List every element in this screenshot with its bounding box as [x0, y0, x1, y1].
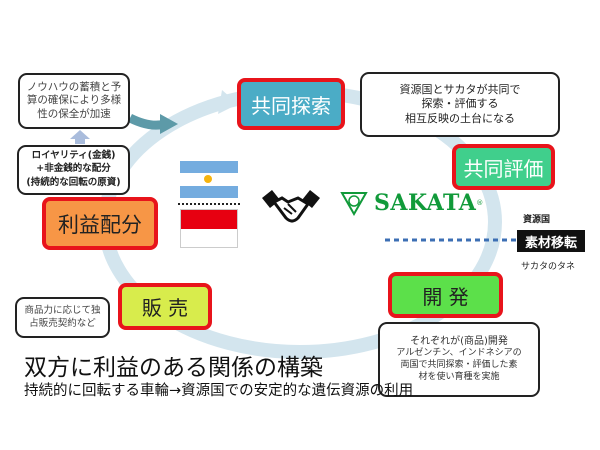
up-arrow-icon	[70, 130, 90, 144]
transfer-to-label: サカタのタネ	[521, 262, 576, 272]
material-transfer-label: 素材移転	[517, 230, 585, 252]
royalty-line2: +非金銭的な配分	[36, 162, 111, 174]
stage-joint-search: 共同探索	[237, 78, 345, 130]
page-subtitle: 持続的に回転する車輪→資源国での安定的な遺伝資源の利用	[24, 383, 414, 399]
sakata-logo: SAKATA ®	[340, 190, 483, 216]
registered-mark: ®	[476, 199, 484, 207]
dev-line2: アルゼンチン、インドネシアの 両国で共同探索・評価した素 材を使い育種を実施	[396, 348, 522, 382]
stage-sales: 販 売	[118, 283, 212, 330]
stage-joint-evaluation: 共同評価	[452, 144, 555, 190]
handshake-icon	[262, 190, 320, 223]
ring-arrowhead	[218, 90, 238, 114]
royalty-note: ロイヤリティ(金銭) +非金銭的な配分 (持続的な回転の原資)	[17, 145, 130, 195]
page-title: 双方に利益のある関係の構築	[24, 355, 323, 381]
joint-search-note: 資源国とサカタが共同で 探索・評価する 相互反映の土台になる	[360, 72, 560, 137]
stage-development: 開 発	[388, 272, 503, 318]
royalty-line3: (持続的な回転の原資)	[26, 177, 121, 189]
royalty-line1: ロイヤリティ(金銭)	[31, 150, 116, 162]
knowhow-arrow-icon	[127, 113, 167, 130]
transfer-from-label: 資源国	[523, 215, 551, 225]
sales-note: 商品力に応じて独 占販売契約など	[15, 297, 110, 338]
sakata-emblem-icon	[340, 192, 368, 216]
indonesia-flag-icon	[180, 209, 238, 248]
development-note: それぞれが(商品)開発 アルゼンチン、インドネシアの 両国で共同探索・評価した素…	[378, 322, 540, 397]
stage-profit-distribution: 利益配分	[42, 197, 158, 250]
knowhow-note: ノウハウの蓄積と予 算の確保により多様 性の保全が加速	[18, 73, 130, 129]
sakata-logo-text: SAKATA	[374, 190, 477, 216]
argentina-flag-icon	[180, 161, 238, 198]
dev-line1: それぞれが(商品)開発	[410, 336, 508, 348]
flag-divider	[178, 203, 240, 205]
